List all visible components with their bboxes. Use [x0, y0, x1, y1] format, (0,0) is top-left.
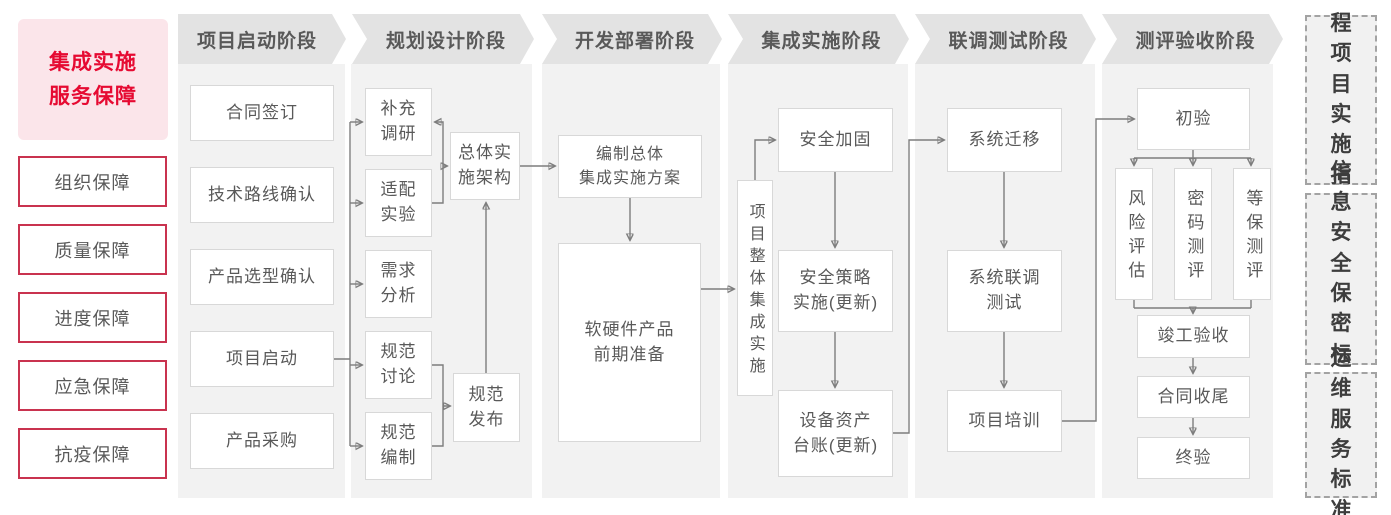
sidebar-title: 集成实施 服务保障 [18, 19, 168, 140]
step-security-policy-implementation: 安全策略 实施(更新) [778, 250, 893, 332]
phase-header-project-initiation: 项目启动阶段 [178, 14, 346, 64]
phase-header-planning-design: 规划设计阶段 [352, 14, 534, 64]
step-contract-closure: 合同收尾 [1137, 376, 1250, 418]
step-security-hardening: 安全加固 [778, 108, 893, 172]
standard-om-service: 运维 服务 标准 [1305, 347, 1377, 515]
step-asset-ledger-update: 设备资产 台账(更新) [778, 390, 893, 477]
step-tech-route-confirm: 技术路线确认 [190, 167, 334, 223]
standard-infosec-confidentiality: 信息 安全 保密 标准 [1305, 160, 1377, 396]
standard-project-implementation-guide: 工程 项目 实施 指引 [1305, 0, 1377, 217]
sidebar-item-pandemic-guarantee: 抗疫保障 [18, 428, 167, 479]
sidebar-item-quality-guarantee: 质量保障 [18, 224, 167, 275]
step-completion-acceptance: 竣工验收 [1137, 315, 1250, 358]
step-final-acceptance: 终验 [1137, 437, 1250, 479]
step-spec-release: 规范 发布 [453, 373, 520, 442]
step-overall-implementation-architecture: 总体实 施架构 [450, 132, 520, 200]
phase-header-integration-implementation: 集成实施阶段 [728, 14, 909, 64]
step-contract-signing: 合同签订 [190, 85, 334, 141]
phase-header-joint-testing: 联调测试阶段 [915, 14, 1096, 64]
step-crypto-evaluation: 密码测评 [1174, 168, 1212, 300]
step-joint-debugging-test: 系统联调 测试 [947, 250, 1062, 332]
step-spec-discussion: 规范 讨论 [365, 331, 432, 399]
step-adaptation-experiment: 适配 实验 [365, 169, 432, 237]
step-product-procurement: 产品采购 [190, 413, 334, 469]
step-project-training: 项目培训 [947, 390, 1062, 452]
sidebar-item-schedule-guarantee: 进度保障 [18, 292, 167, 343]
step-risk-assessment: 风险评估 [1115, 168, 1153, 300]
phase-header-development-deployment: 开发部署阶段 [542, 14, 722, 64]
step-supplementary-research: 补充 调研 [365, 88, 432, 156]
step-hw-sw-preparation: 软硬件产品 前期准备 [558, 243, 701, 442]
sidebar-item-organization-guarantee: 组织保障 [18, 156, 167, 207]
step-mlps-evaluation: 等保测评 [1233, 168, 1271, 300]
phase-header-evaluation-acceptance: 测评验收阶段 [1102, 14, 1283, 64]
step-overall-integration-plan: 编制总体 集成实施方案 [558, 135, 702, 198]
step-project-kickoff: 项目启动 [190, 331, 334, 387]
step-product-selection-confirm: 产品选型确认 [190, 249, 334, 305]
step-initial-acceptance: 初验 [1137, 88, 1250, 150]
step-requirement-analysis: 需求 分析 [365, 250, 432, 318]
sidebar-item-emergency-guarantee: 应急保障 [18, 360, 167, 411]
step-spec-drafting: 规范 编制 [365, 412, 432, 480]
step-overall-integration-implementation: 项目整体集成实施 [737, 180, 773, 396]
step-system-migration: 系统迁移 [947, 108, 1062, 172]
